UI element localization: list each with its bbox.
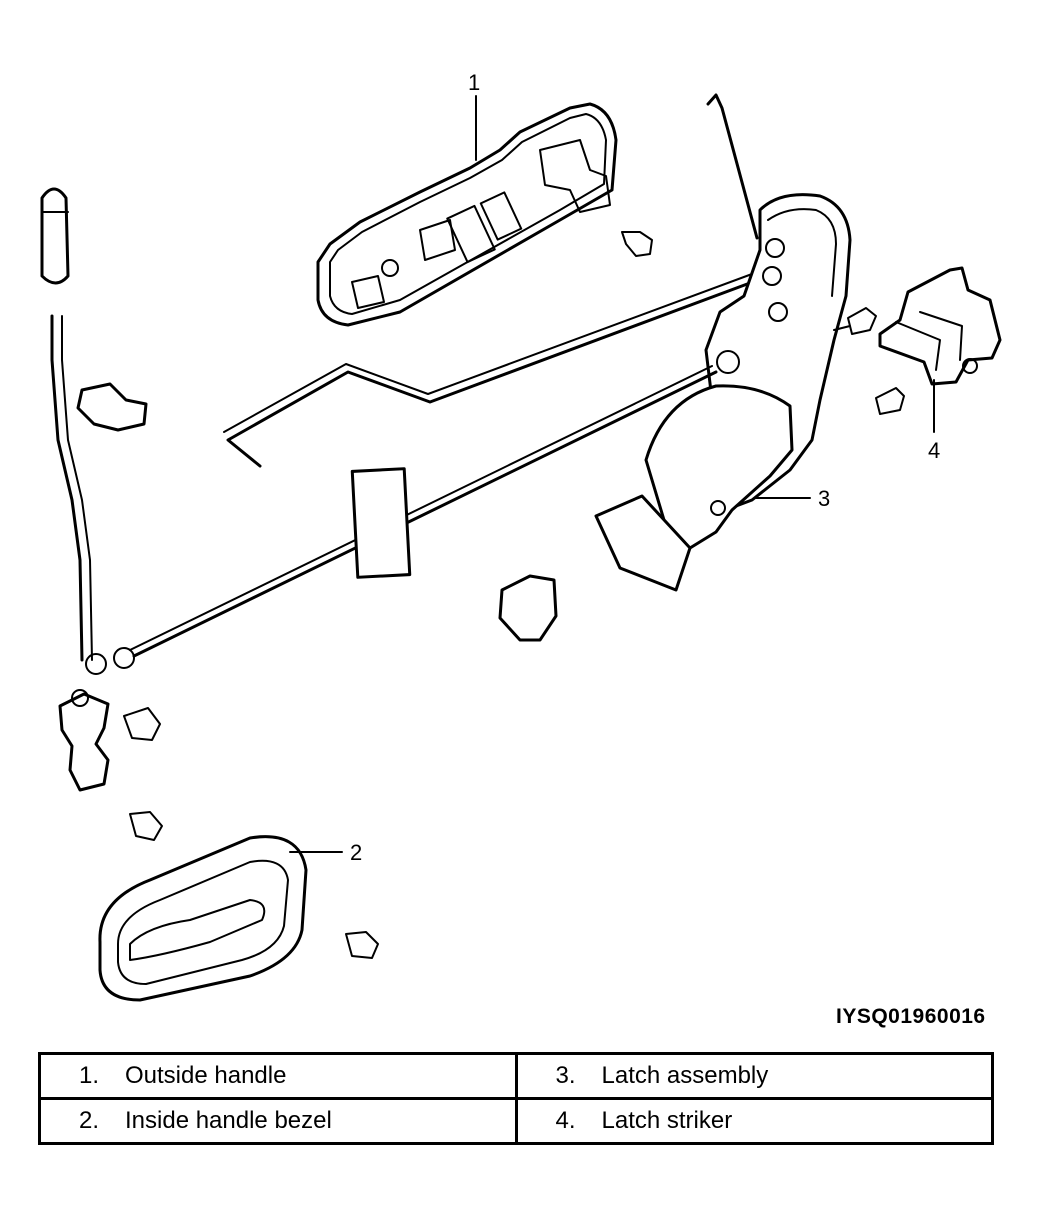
rod-clip (76, 382, 148, 432)
lock-knob (40, 187, 70, 285)
inside-handle-bezel (98, 835, 308, 1002)
outside-handle (316, 102, 618, 327)
parts-legend: 1. Outside handle 3. Latch assembly 2. Insi… (38, 1052, 994, 1145)
screw-icon (833, 307, 877, 335)
latch-assembly (594, 193, 852, 592)
legend-cell: 4. Latch striker (514, 1097, 994, 1145)
callout-3: 3 (818, 486, 830, 511)
callout-2: 2 (350, 840, 362, 865)
legend-cell: 3. Latch assembly (514, 1052, 994, 1100)
rod-clip (498, 574, 558, 642)
legend-row: 1. Outside handle 3. Latch assembly (38, 1052, 994, 1100)
outside-handle-rod (706, 93, 759, 240)
callout-1: 1 (468, 70, 480, 95)
legend-label: Inside handle bezel (125, 1107, 332, 1134)
screw-icon (621, 231, 653, 257)
screw-icon (123, 707, 161, 741)
legend-label: Latch striker (601, 1107, 733, 1134)
link-rod-lower (132, 370, 718, 658)
legend-row: 2. Inside handle bezel 4. Latch striker (38, 1097, 994, 1145)
latch-striker (878, 266, 1002, 386)
screw-icon (345, 931, 379, 959)
legend-number: 4. (555, 1107, 576, 1134)
legend-number: 2. (78, 1107, 99, 1134)
callout-4: 4 (928, 438, 940, 463)
link-rod-upper (226, 278, 760, 468)
figure-code: IYSQ01960016 (836, 1005, 986, 1028)
bell-crank (58, 647, 135, 792)
rod-clip (350, 467, 412, 579)
legend-number: 3. (555, 1062, 576, 1089)
legend-cell: 2. Inside handle bezel (38, 1097, 518, 1145)
door-lock-diagram: 1 2 3 4 (40, 70, 1002, 1002)
screw-icon (875, 387, 905, 415)
screw-icon (129, 811, 163, 841)
legend-cell: 1. Outside handle (38, 1052, 518, 1100)
legend-label: Outside handle (125, 1062, 287, 1089)
legend-number: 1. (78, 1062, 99, 1089)
legend-label: Latch assembly (601, 1062, 769, 1089)
lock-rod (50, 314, 84, 662)
